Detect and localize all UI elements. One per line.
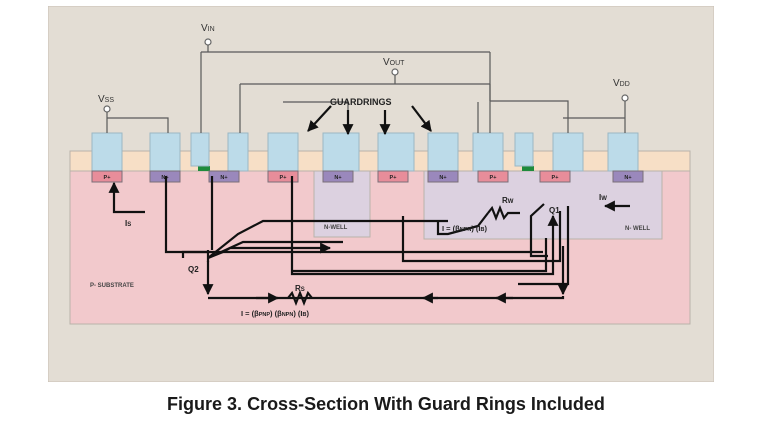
n-plus-diffusion	[322, 170, 354, 183]
n-plus-diffusion	[612, 170, 644, 183]
diffusion-label: P+	[552, 175, 559, 181]
guardrings-label: GUARDRINGS	[330, 97, 392, 107]
rs-label: RS	[295, 284, 305, 293]
q2-current-equation: I = (βPNP) (βNPN) (IB)	[241, 309, 309, 318]
p-plus-diffusion	[267, 170, 299, 183]
iw-label: IW	[599, 193, 607, 202]
contact	[607, 132, 639, 172]
guard-strip	[198, 166, 210, 171]
p-plus-diffusion	[477, 170, 509, 183]
contact	[377, 132, 415, 172]
is-label: IS	[125, 219, 131, 228]
rw-label: RW	[502, 196, 514, 205]
q2-label: Q2	[188, 265, 199, 274]
p-plus-diffusion	[539, 170, 571, 183]
contact	[552, 132, 584, 172]
n-plus-diffusion	[208, 170, 240, 183]
figure-caption: Figure 3. Cross-Section With Guard Rings…	[167, 394, 605, 414]
diffusion-label: N+	[439, 175, 446, 181]
vss-label: VSS	[98, 94, 114, 105]
q1-current-equation: I = (βNPN) (IB)	[442, 224, 488, 233]
diffusion-label: P+	[390, 175, 397, 181]
cross-section-figure: P+N+N+P+N+P+N+P+P+N+	[48, 6, 714, 382]
contact	[91, 132, 123, 172]
vout-label: VOUT	[383, 57, 405, 68]
contact	[267, 132, 299, 172]
diffusion-label: N+	[334, 175, 341, 181]
vdd-label: VDD	[613, 78, 630, 89]
diffusion-label: N+	[624, 175, 631, 181]
contact	[514, 132, 534, 167]
contact	[472, 132, 504, 172]
n-well-right-label: N- WELL	[625, 226, 650, 232]
vin-label: VIN	[201, 23, 215, 34]
q1-label: Q1	[549, 206, 560, 215]
contact	[427, 132, 459, 172]
n-plus-diffusion	[427, 170, 459, 183]
diffusion-label: N+	[220, 175, 227, 181]
diffusion-label: P+	[490, 175, 497, 181]
contact	[322, 132, 360, 172]
contact	[227, 132, 249, 172]
guard-strip	[522, 166, 534, 171]
n-well-left-label: N-WELL	[324, 225, 348, 231]
contact	[190, 132, 210, 167]
p-plus-diffusion	[377, 170, 409, 183]
contact	[149, 132, 181, 172]
diffusion-label: P+	[104, 175, 111, 181]
diffusion-label: P+	[280, 175, 287, 181]
p-plus-diffusion	[91, 170, 123, 183]
p-substrate-label: P- SUBSTRATE	[90, 283, 134, 289]
